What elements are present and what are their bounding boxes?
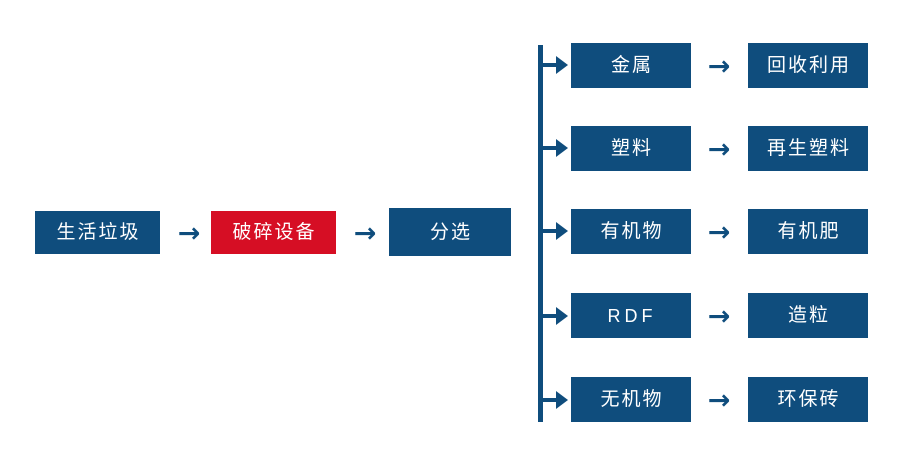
branch-stub-5 (542, 398, 558, 402)
arrow-branch-1: → (707, 50, 731, 82)
branch-product-label: 有机肥 (777, 221, 841, 242)
branch-material-label: 无机物 (600, 389, 664, 410)
node-sorting[interactable]: 分选 (389, 208, 511, 256)
branch-arrowhead-4 (556, 307, 568, 325)
branch-material-label: 有机物 (600, 221, 664, 242)
branch-arrowhead-2 (556, 139, 568, 157)
node-label: 破碎设备 (232, 222, 317, 243)
node-crushing-equipment[interactable]: 破碎设备 (211, 211, 336, 254)
branch-stub-2 (542, 146, 558, 150)
arrow-branch-4: → (707, 300, 731, 332)
branch-material-3[interactable]: 有机物 (571, 209, 691, 254)
branch-product-label: 再生塑料 (766, 138, 851, 159)
branch-product-1[interactable]: 回收利用 (748, 43, 868, 88)
arrow-main-2: → (353, 217, 377, 249)
branch-product-4[interactable]: 造粒 (748, 293, 868, 338)
branch-material-5[interactable]: 无机物 (571, 377, 691, 422)
arrow-main-1: → (177, 217, 201, 249)
branch-material-label: RDF (607, 305, 657, 326)
branch-arrowhead-3 (556, 222, 568, 240)
branch-material-4[interactable]: RDF (571, 293, 691, 338)
branch-product-label: 回收利用 (766, 55, 851, 76)
branch-arrowhead-5 (556, 391, 568, 409)
branch-product-label: 环保砖 (777, 389, 841, 410)
branch-product-label: 造粒 (787, 305, 830, 326)
branch-material-label: 金属 (610, 55, 653, 76)
branch-arrowhead-1 (556, 56, 568, 74)
branch-stub-4 (542, 314, 558, 318)
branch-material-1[interactable]: 金属 (571, 43, 691, 88)
branch-material-label: 塑料 (610, 138, 653, 159)
node-label: 生活垃圾 (56, 222, 141, 243)
node-household-waste[interactable]: 生活垃圾 (35, 211, 160, 254)
branch-product-2[interactable]: 再生塑料 (748, 126, 868, 171)
arrow-branch-2: → (707, 133, 731, 165)
branch-spine (538, 45, 543, 422)
branch-stub-3 (542, 229, 558, 233)
branch-product-3[interactable]: 有机肥 (748, 209, 868, 254)
node-label: 分选 (429, 221, 472, 243)
arrow-branch-3: → (707, 216, 731, 248)
branch-product-5[interactable]: 环保砖 (748, 377, 868, 422)
branch-material-2[interactable]: 塑料 (571, 126, 691, 171)
branch-stub-1 (542, 63, 558, 67)
arrow-branch-5: → (707, 384, 731, 416)
